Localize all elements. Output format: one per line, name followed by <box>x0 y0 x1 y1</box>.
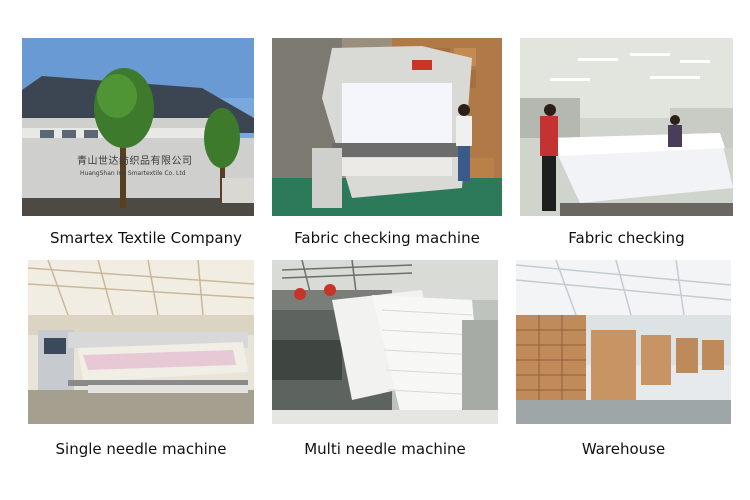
caption-fabric-checking: Fabric checking <box>568 229 685 247</box>
wall-sign-english: HuangShan Ind Smartextile Co. Ltd <box>80 170 186 177</box>
caption-single-needle-machine: Single needle machine <box>55 440 227 458</box>
caption-multi-needle-machine: Multi needle machine <box>304 440 466 458</box>
photo-warehouse <box>516 260 731 424</box>
photo-company-building: 青山世达纺织品有限公司 HuangShan Ind Smartextile Co… <box>22 38 254 216</box>
photo-single-needle-machine <box>28 260 254 424</box>
photo-fabric-checking-machine <box>272 38 502 216</box>
caption-warehouse: Warehouse <box>581 440 666 458</box>
caption-company: Smartex Textile Company <box>49 229 242 247</box>
photo-multi-needle-machine <box>272 260 498 424</box>
wall-sign-chinese: 青山世达纺织品有限公司 <box>77 156 193 167</box>
photo-fabric-checking <box>520 38 733 216</box>
caption-fabric-checking-machine: Fabric checking machine <box>294 229 480 247</box>
